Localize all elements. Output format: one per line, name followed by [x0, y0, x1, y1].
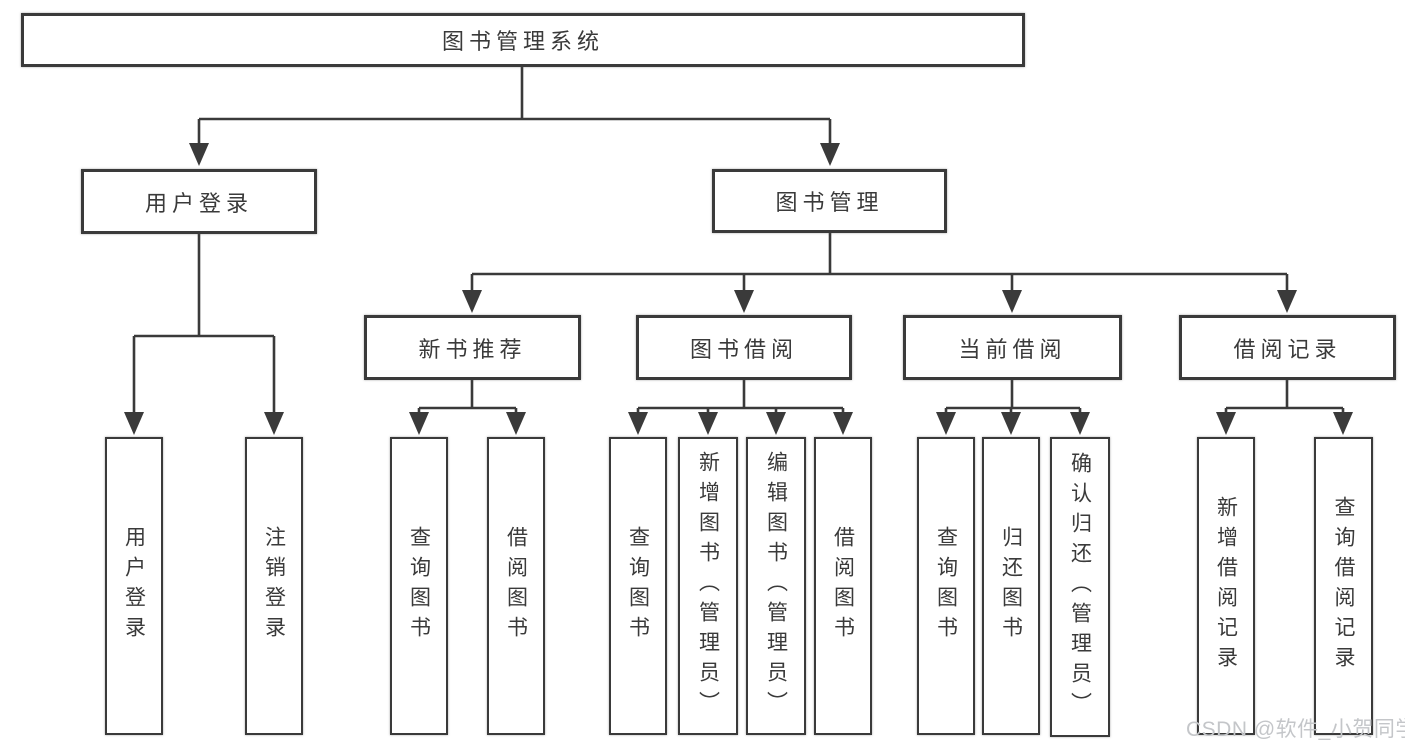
node-leaf-edit-book-admin: 编辑图书（管理员）	[746, 437, 806, 735]
arrowhead	[1070, 412, 1090, 435]
node-leaf-return-book: 归还图书	[982, 437, 1040, 735]
node-leaf-logout: 注销登录	[245, 437, 303, 735]
arrowhead	[1001, 412, 1021, 435]
connector-line	[636, 380, 845, 414]
connector-line	[470, 233, 1289, 293]
connector-line	[132, 234, 276, 414]
connector-line	[417, 380, 518, 414]
arrowhead	[506, 412, 526, 435]
edge-current-borrow-to-leaves	[936, 380, 1090, 435]
arrowhead	[833, 412, 853, 435]
arrowhead	[462, 290, 482, 313]
csdn-watermark: CSDN @软件_小贺同学	[1186, 718, 1405, 741]
node-leaf-query-book-b: 查询图书	[609, 437, 667, 735]
node-leaf-confirm-return-admin: 确认归还（管理员）	[1050, 437, 1110, 737]
node-leaf-user-login: 用户登录	[105, 437, 163, 735]
node-book-borrow: 图书借阅	[636, 315, 852, 380]
node-book-mgmt: 图书管理	[712, 169, 947, 233]
node-new-book-rec: 新书推荐	[364, 315, 581, 380]
arrowhead	[1002, 290, 1022, 313]
node-root: 图书管理系统	[21, 13, 1025, 67]
arrowhead	[189, 143, 209, 166]
edge-borrow-record-to-leaves	[1216, 380, 1353, 435]
edge-book-mgmt-to-level3	[462, 233, 1297, 313]
arrowhead	[124, 412, 144, 435]
arrowhead	[264, 412, 284, 435]
arrowhead	[1216, 412, 1236, 435]
node-user-login: 用户登录	[81, 169, 317, 234]
node-leaf-borrow-book-b: 借阅图书	[814, 437, 872, 735]
arrowhead	[409, 412, 429, 435]
arrowhead	[936, 412, 956, 435]
node-leaf-borrow-book-a: 借阅图书	[487, 437, 545, 735]
node-leaf-add-borrow-record: 新增借阅记录	[1197, 437, 1255, 735]
arrowhead	[628, 412, 648, 435]
edge-book-borrow-to-leaves	[628, 380, 853, 435]
arrowhead	[820, 143, 840, 166]
node-leaf-query-book-a: 查询图书	[390, 437, 448, 735]
arrowhead	[1277, 290, 1297, 313]
node-leaf-query-borrow-record: 查询借阅记录	[1314, 437, 1373, 735]
node-leaf-add-book-admin: 新增图书（管理员）	[678, 437, 738, 735]
node-leaf-query-book-c: 查询图书	[917, 437, 975, 735]
node-current-borrow: 当前借阅	[903, 315, 1122, 380]
arrowhead	[1333, 412, 1353, 435]
edge-root-to-level2	[189, 67, 840, 166]
connector-line	[1224, 380, 1345, 414]
arrowhead	[734, 290, 754, 313]
edge-new-book-rec-to-leaves	[409, 380, 526, 435]
connector-line	[944, 380, 1082, 414]
arrowhead	[766, 412, 786, 435]
connector-line	[197, 67, 832, 146]
node-borrow-record: 借阅记录	[1179, 315, 1396, 380]
edge-user-login-to-leaves	[124, 234, 284, 435]
arrowhead	[698, 412, 718, 435]
